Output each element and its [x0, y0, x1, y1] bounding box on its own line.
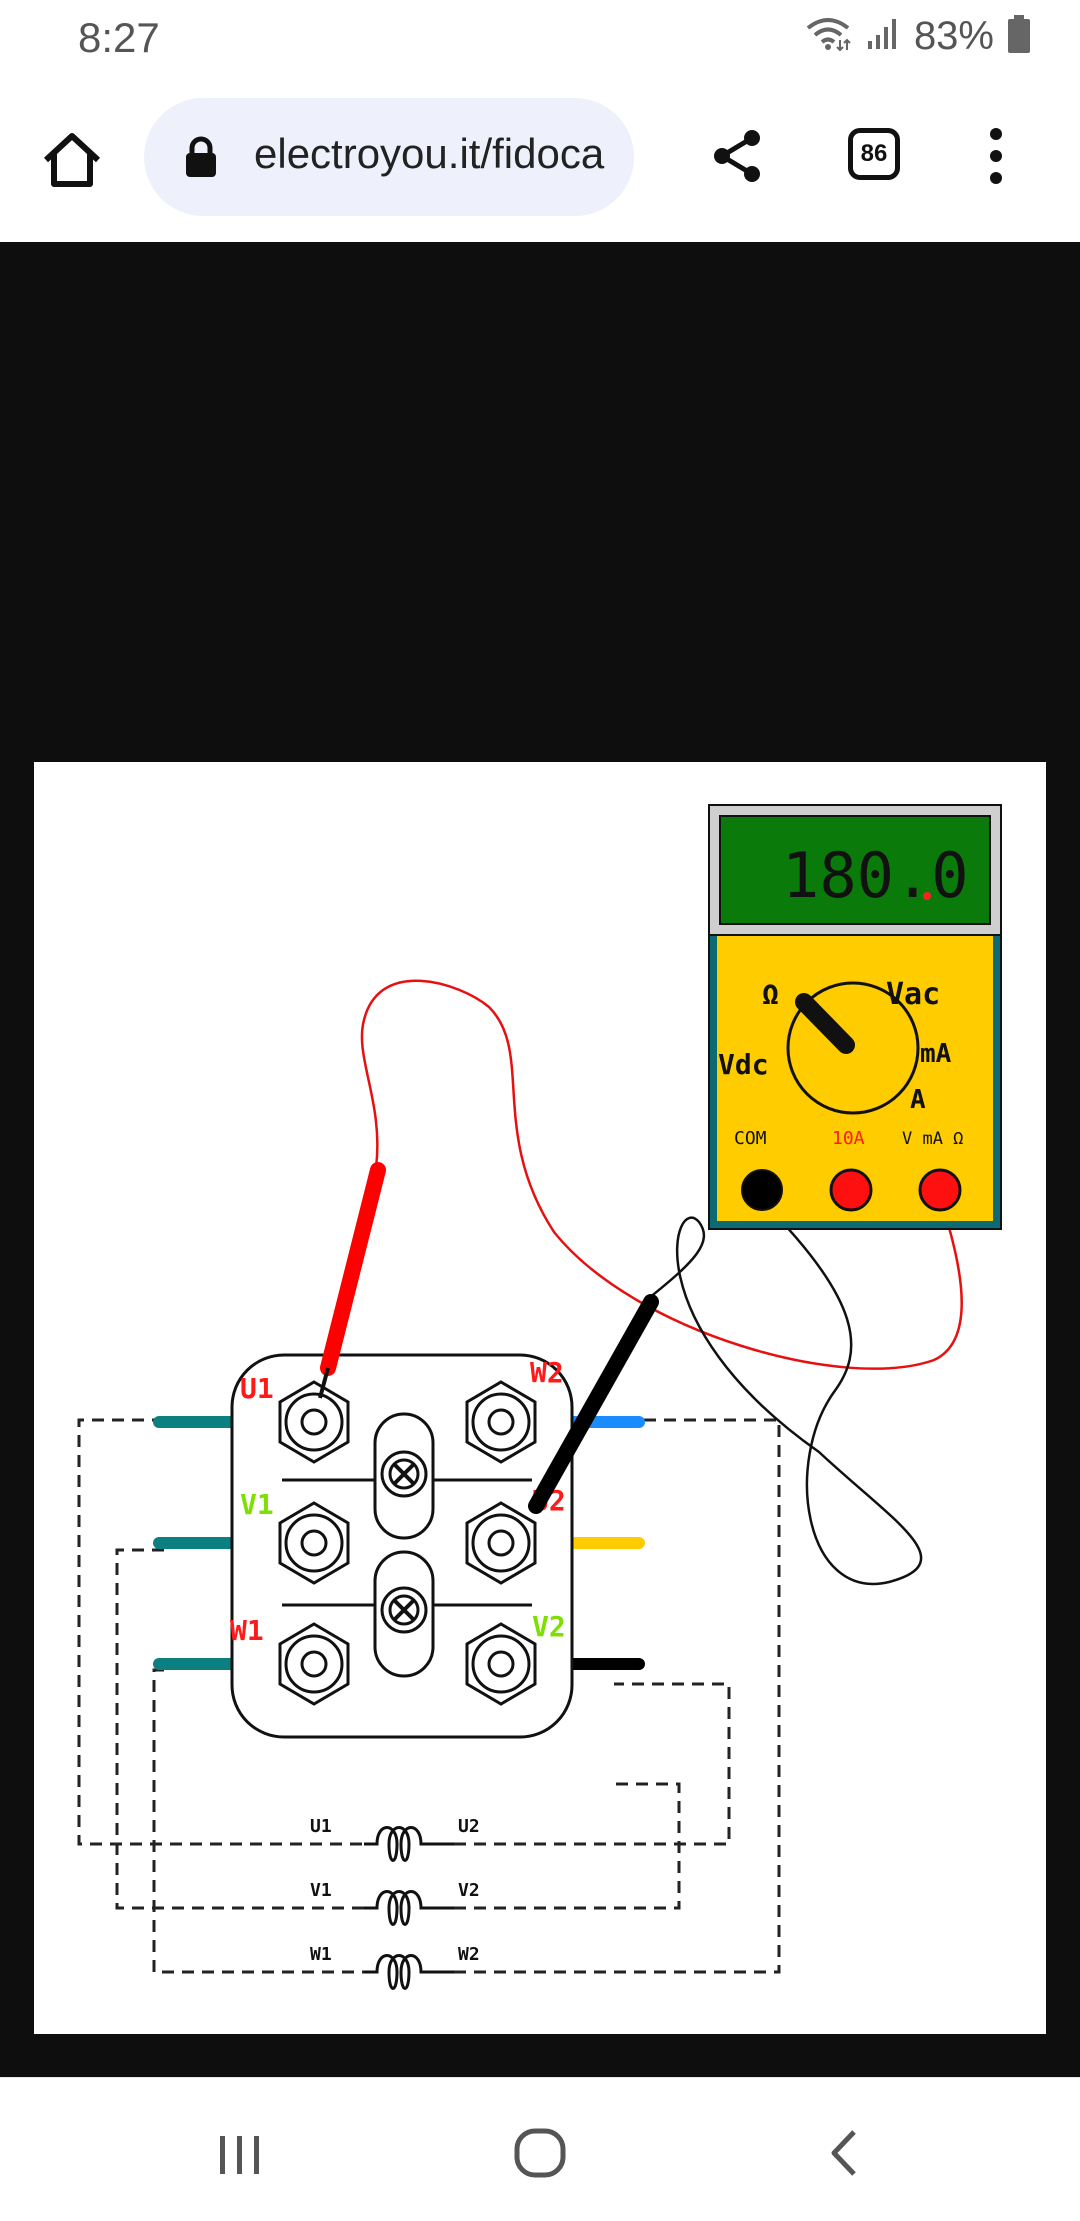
tab-switcher-button[interactable]: 86 [848, 128, 900, 180]
jack-com [741, 1169, 783, 1211]
browser-toolbar: electroyou.it/fidoca 86 [0, 80, 1080, 242]
status-bar: 8:27 83% [0, 0, 1080, 80]
status-icons: 83% [804, 14, 1030, 59]
jack-label-com: COM [734, 1128, 767, 1149]
dial-label-vdc: Vdc [718, 1048, 769, 1081]
system-navigation-bar [0, 2077, 1080, 2221]
motor-wiring-diagram: U1 W2 V1 U2 W1 V2 U1 U2 V1 V2 [34, 762, 1046, 2034]
winding-w-left-label: W1 [310, 1944, 332, 1965]
red-probe [320, 1162, 386, 1376]
lock-icon [184, 136, 218, 183]
red-probe-wire [360, 979, 963, 1370]
winding-u: U1 U2 [310, 1816, 480, 1862]
jack-label-10a: 10A [832, 1128, 865, 1149]
url-text: electroyou.it/fidoca [254, 130, 605, 177]
winding-v-left-label: V1 [310, 1880, 332, 1901]
dial-label-ma: mA [920, 1039, 952, 1069]
signal-icon [866, 17, 900, 56]
winding-v-right-label: V2 [458, 1880, 480, 1901]
black-probe-wire [648, 1196, 923, 1586]
terminal-nut-u1 [278, 1380, 350, 1464]
terminal-nut-w1 [278, 1622, 350, 1706]
wifi-icon [804, 16, 852, 57]
back-icon[interactable] [810, 2118, 880, 2188]
battery-icon [1008, 15, 1030, 58]
terminal-label-v1: V1 [240, 1488, 274, 1521]
web-content: U1 W2 V1 U2 W1 V2 U1 U2 V1 V2 [0, 242, 1080, 2077]
windings: U1 U2 V1 V2 W1 W2 [310, 1816, 480, 1990]
share-icon[interactable] [708, 126, 768, 186]
winding-u-left-label: U1 [310, 1816, 332, 1837]
terminal-nut-u2 [465, 1501, 537, 1585]
terminal-nut-v1 [278, 1501, 350, 1585]
status-time: 8:27 [78, 14, 160, 61]
battery-percent: 83% [913, 14, 994, 58]
home-circle-icon[interactable] [505, 2118, 575, 2188]
jack-vma-ohm [918, 1168, 962, 1212]
more-vert-icon[interactable] [976, 126, 1016, 186]
recent-apps-icon[interactable] [205, 2118, 275, 2188]
terminal-nut-v2 [465, 1622, 537, 1706]
dial-label-ohm: Ω [762, 978, 779, 1011]
display-decimal-dot [923, 892, 931, 900]
winding-u-right-label: U2 [458, 1816, 480, 1837]
dial-pointer [795, 993, 855, 1054]
jack-10a [829, 1168, 873, 1212]
address-bar[interactable]: electroyou.it/fidoca [144, 98, 634, 216]
multimeter-display: 180.0 [782, 839, 969, 912]
terminal-label-u1: U1 [240, 1372, 274, 1405]
winding-w: W1 W2 [310, 1944, 480, 1990]
jack-label-vma-ohm: V mA Ω [902, 1129, 963, 1149]
winding-w-right-label: W2 [458, 1944, 480, 1965]
red-probe-tip [318, 1367, 330, 1399]
black-probe [528, 1294, 659, 1514]
terminal-nuts [278, 1380, 537, 1706]
winding-v: V1 V2 [310, 1880, 480, 1926]
dial-label-a: A [910, 1085, 926, 1115]
screw-icon [380, 1450, 428, 1498]
dial-label-vac: Vac [886, 977, 940, 1012]
terminal-label-w2: W2 [530, 1356, 564, 1389]
multimeter: 180.0 Ω Vac Vdc mA A COM 10A V mA Ω [708, 804, 1002, 1230]
home-icon[interactable] [38, 126, 106, 194]
terminal-nut-w2 [465, 1380, 537, 1464]
terminal-label-w1: W1 [230, 1614, 264, 1647]
screw-icon [380, 1586, 428, 1634]
terminal-label-v2: V2 [532, 1610, 566, 1643]
